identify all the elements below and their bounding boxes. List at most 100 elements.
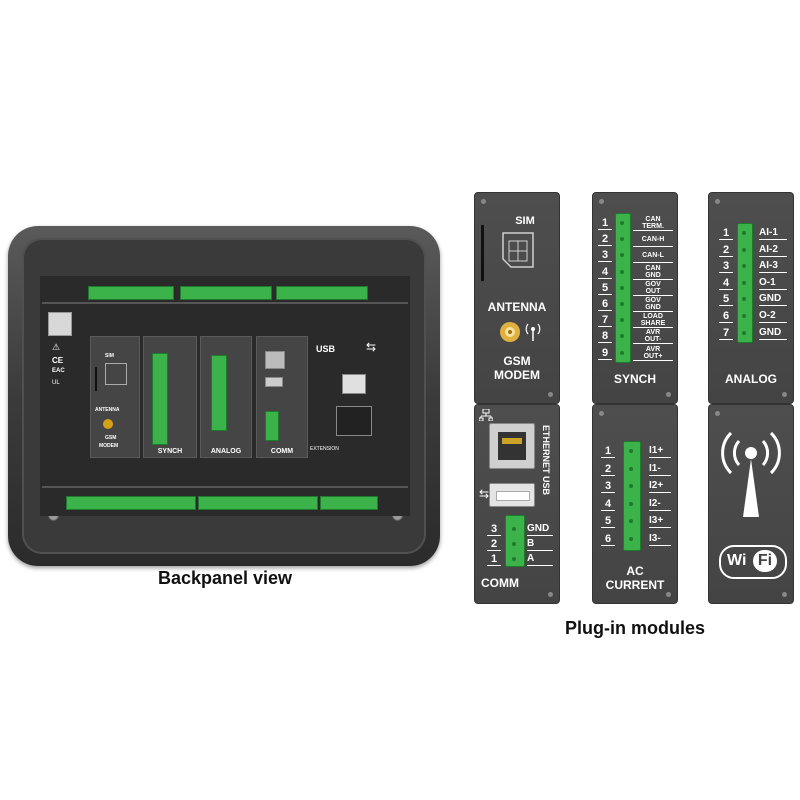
comm-module-label: COMM	[481, 576, 519, 590]
signal-label: CAN-H	[641, 236, 665, 244]
signal-underline	[759, 239, 787, 240]
signal-label: TERM.	[642, 223, 664, 230]
plugin-modules-caption: Plug-in modules	[564, 618, 705, 638]
terminal-number-underline	[719, 272, 733, 274]
module-wifi: Wi Fi	[708, 404, 794, 604]
signal-label: AVR	[645, 329, 661, 337]
sim-label: SIM	[105, 353, 114, 359]
usb-port[interactable]	[489, 483, 535, 507]
usb-port[interactable]	[265, 377, 283, 387]
terminal-number: 1	[601, 217, 609, 229]
terminal-number: 5	[601, 281, 609, 294]
terminal-number-underline	[598, 310, 612, 311]
signal-underline	[759, 322, 787, 323]
terminal-number-underline	[601, 527, 615, 528]
signal-underline	[649, 509, 671, 511]
sim-slot	[481, 225, 484, 281]
usb-icon: ⇆	[479, 487, 490, 501]
terminal-number: 3	[604, 480, 612, 492]
comm-terminal	[265, 411, 279, 441]
signal-underline	[649, 474, 671, 476]
signal-label: A	[527, 553, 535, 564]
bottom-terminal-block	[66, 496, 196, 510]
signal-label: GND	[759, 293, 782, 305]
terminal-screw	[742, 280, 746, 285]
signal-underline	[649, 527, 671, 528]
terminal-number-underline	[719, 255, 733, 257]
signal-label: GOV	[645, 280, 661, 288]
terminal-screw	[512, 542, 516, 546]
terminal-screw	[742, 297, 746, 302]
extension-label: EXTENSION	[310, 446, 339, 452]
divider	[42, 302, 408, 304]
signal-underline	[649, 457, 671, 458]
signal-underline	[633, 294, 673, 296]
terminal-screw	[620, 302, 624, 306]
rj45-port[interactable]	[336, 406, 372, 436]
signal-label: I2+	[649, 480, 664, 491]
terminal-number: 2	[490, 538, 498, 550]
antenna-connector	[103, 419, 113, 429]
terminal-screw	[629, 536, 633, 541]
signal-label: O-1	[759, 276, 776, 288]
top-terminal-block	[180, 286, 272, 300]
divider	[42, 486, 408, 488]
terminal-screw	[742, 264, 746, 269]
top-terminal-block	[88, 286, 174, 300]
ac-label: AC	[626, 564, 644, 578]
ethernet-usb-label: ETHERNET USB	[541, 425, 551, 496]
usb-b-port[interactable]	[342, 374, 366, 394]
terminal-screw	[512, 557, 516, 561]
signal-label: GOV	[645, 297, 661, 304]
wifi-logo-wi: Wi	[727, 552, 747, 569]
terminal-number: 4	[601, 265, 609, 278]
signal-underline	[759, 338, 787, 340]
ul-mark-icon: UL	[52, 380, 60, 386]
terminal-screw	[620, 221, 624, 225]
signal-label: AI-3	[759, 260, 778, 272]
signal-label: AI-1	[759, 227, 778, 238]
ac-current-terminal-block	[623, 441, 641, 551]
terminal-screw	[620, 253, 624, 258]
terminal-number: 9	[601, 346, 609, 359]
signal-underline	[633, 311, 673, 312]
terminal-number-underline	[601, 492, 615, 493]
terminal-number-underline	[487, 565, 501, 566]
terminal-screw	[620, 285, 624, 290]
module-gsm-modem: SIM ANTENNA GSM MODEM	[474, 192, 560, 404]
signal-label: AI-2	[759, 243, 778, 255]
signal-underline	[633, 262, 673, 264]
screw-icon	[782, 592, 787, 597]
terminal-number: 2	[601, 233, 609, 246]
terminal-number-underline	[719, 338, 733, 340]
terminal-screw	[620, 318, 624, 323]
terminal-number-underline	[598, 261, 612, 263]
terminal-number-underline	[601, 457, 615, 458]
terminal-number: 5	[604, 515, 612, 527]
ethernet-port[interactable]	[489, 423, 535, 469]
screw-icon	[599, 411, 604, 416]
terminal-number-underline	[598, 358, 612, 360]
terminal-screw	[742, 314, 746, 318]
signal-underline	[649, 492, 671, 493]
terminal-number: 6	[722, 310, 730, 322]
signal-label: SHARE	[640, 320, 666, 328]
screw-icon	[548, 592, 553, 597]
terminal-number-underline	[719, 239, 733, 240]
signal-underline	[527, 550, 553, 551]
ethernet-port[interactable]	[265, 351, 285, 369]
signal-underline	[633, 246, 673, 248]
terminal-screw	[620, 350, 624, 355]
usb-label: USB	[316, 344, 336, 354]
backpanel-caption: Backpanel view	[157, 568, 293, 588]
terminal-number: 3	[490, 523, 498, 535]
terminal-screw	[512, 527, 516, 531]
rating-label	[48, 312, 72, 336]
terminal-number: 7	[601, 314, 609, 327]
signal-label: O-2	[759, 310, 776, 321]
synch-slot-label: SYNCH	[157, 448, 183, 455]
signal-label: LOAD	[643, 313, 663, 321]
network-icon	[479, 409, 493, 421]
comm-slot-label: COMM	[270, 448, 294, 455]
